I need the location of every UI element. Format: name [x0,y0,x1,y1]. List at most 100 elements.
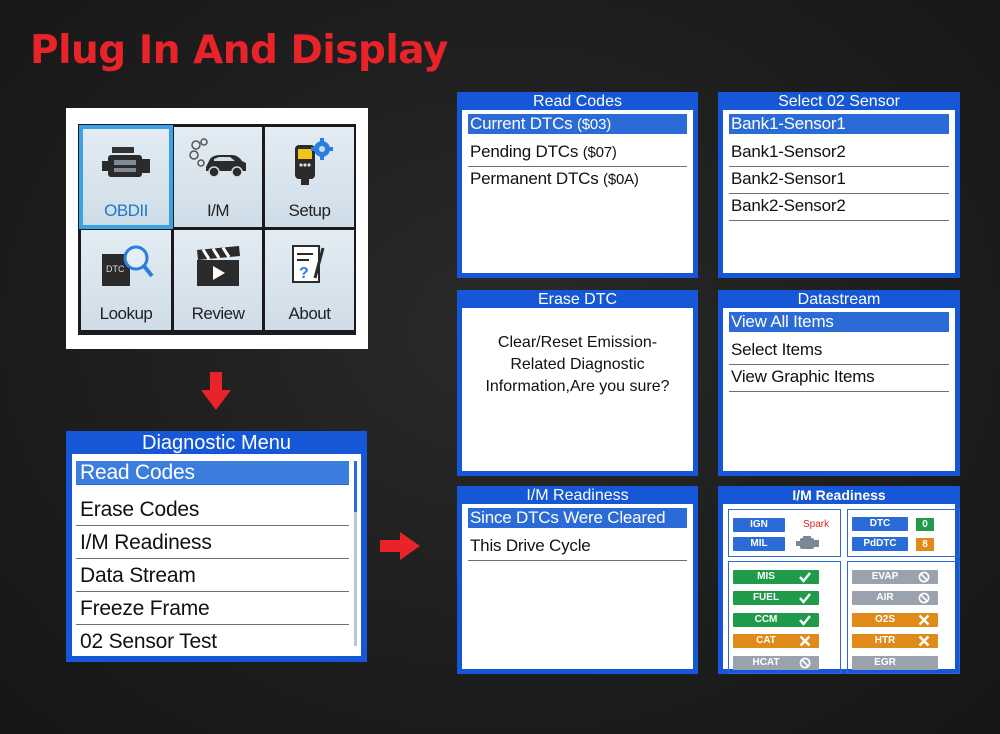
list-item-bank2-sensor2[interactable]: Bank2-Sensor2 [729,194,949,221]
list-item-this-drive-cycle[interactable]: This Drive Cycle [468,534,687,561]
menu-item-data-stream[interactable]: Data Stream [76,559,349,592]
monitor-badge: CAT [733,634,819,649]
list-item-bank1-sensor2[interactable]: Bank1-Sensor2 [729,140,949,167]
monitor-badge: AIR [852,591,938,606]
cross-icon [799,635,811,647]
tile-label: Setup [288,201,331,220]
read-codes-screen: Read Codes Current DTCs ($03) Pending DT… [457,92,698,278]
cross-icon [918,614,930,626]
monitor-name: CAT [756,635,776,647]
list-item-bank1-sensor1[interactable]: Bank1-Sensor1 [729,114,949,134]
monitor-name: CCM [754,613,778,625]
menu-item-erase-codes[interactable]: Erase Codes [76,493,349,526]
blank-icon [918,657,930,669]
screen-title: I/M Readiness [792,487,886,503]
monitor-badge: CCM [733,612,819,627]
monitor-badge: FUEL [733,591,819,606]
select-o2-sensor-screen: Select 02 Sensor Bank1-Sensor1 Bank1-Sen… [718,92,960,278]
erase-dtc-screen: Erase DTC Clear/Reset Emission- Related … [457,290,698,476]
read-codes-list: Current DTCs ($03) Pending DTCs ($07) Pe… [462,110,693,273]
menu-item-im-readiness[interactable]: I/M Readiness [76,526,349,559]
tile-label: I/M [206,201,230,220]
o2-sensor-list: Bank1-Sensor1 Bank1-Sensor2 Bank2-Sensor… [723,110,955,273]
car-emission-icon [189,138,246,178]
svg-text:?: ? [299,265,309,282]
monitor-badge: HCAT [733,655,819,670]
tile-setup[interactable]: Setup [265,127,354,227]
monitor-name: AIR [876,592,894,604]
document-question-icon: ? [291,245,324,283]
monitor-row: O2S [852,609,955,631]
erase-dtc-body: Clear/Reset Emission- Related Diagnostic… [462,308,693,471]
monitor-row: EVAP [852,566,955,588]
monitor-name: MIS [757,570,775,582]
not-supported-icon [918,592,930,604]
datastream-list: View All Items Select Items View Graphic… [723,308,955,471]
list-item-current-dtcs[interactable]: Current DTCs ($03) [468,114,687,134]
list-item-permanent-dtcs[interactable]: Permanent DTCs ($0A) [470,169,639,188]
tile-label: OBDII [104,201,148,220]
headline: Plug In And Display [30,28,448,73]
monitor-row: CCM [733,609,836,631]
not-supported-icon [799,657,811,669]
im-readiness-status-body: IGN Spark MIL DTC 0 [723,504,960,674]
monitor-badge: EVAP [852,569,938,584]
monitor-name: HCAT [752,656,780,668]
engine-icon [796,536,819,549]
tile-obdii[interactable]: OBDII [79,125,173,229]
ign-badge: IGN [733,518,785,532]
menu-item-o2-sensor-test[interactable]: 02 Sensor Test [80,630,217,653]
screen-title: Read Codes [533,93,622,110]
dtc-badge: DTC [852,517,908,531]
dtc-magnifier-icon: DTC [102,245,154,286]
monitor-name: O2S [874,613,895,625]
list-item-select-items[interactable]: Select Items [729,338,949,365]
im-readiness-menu-screen: I/M Readiness Since DTCs Were Cleared Th… [457,486,698,674]
tile-label: Review [191,304,245,323]
monitor-name: EGR [874,656,896,668]
monitor-badge: HTR [852,634,938,649]
monitor-badge: O2S [852,612,938,627]
spark-label: Spark [803,519,830,530]
list-item-view-graphic-items[interactable]: View Graphic Items [729,365,949,392]
tile-im[interactable]: I/M [174,127,262,227]
diagnostic-menu-screen: Diagnostic Menu Read Codes Erase Codes I… [66,431,367,662]
list-item-since-dtcs-cleared[interactable]: Since DTCs Were Cleared [468,508,687,528]
screen-title: Select 02 Sensor [778,93,900,110]
monitor-list-right: EVAP AIR O2S HTR EGR [847,561,960,674]
list-item-pending-dtcs[interactable]: Pending DTCs ($07) [468,140,687,167]
engine-icon [102,147,150,177]
arrow-down-icon [201,372,231,410]
check-icon [799,593,811,605]
clapperboard-icon [197,246,240,286]
screen-title: Datastream [797,291,881,308]
menu-item-read-codes[interactable]: Read Codes [76,461,349,485]
monitor-row: EGR [852,652,955,674]
pddtc-badge: PdDTC [852,537,908,551]
check-icon [799,614,811,626]
scrollbar-thumb[interactable] [354,461,357,512]
dtc-badge: DTC [106,264,125,274]
scrollbar-track[interactable] [354,461,357,646]
monitor-row: HCAT [733,652,836,674]
monitor-row: MIS [733,566,836,588]
monitor-row: AIR [852,588,955,610]
tile-lookup[interactable]: DTC Lookup [81,230,171,330]
list-item-view-all-items[interactable]: View All Items [729,312,949,332]
im-readiness-list: Since DTCs Were Cleared This Drive Cycle [462,504,693,669]
tile-review[interactable]: Review [174,230,262,330]
ign-mil-panel: IGN Spark MIL [728,509,841,557]
pddtc-count-value: 8 [916,537,934,551]
tile-label: Lookup [99,304,153,323]
main-menu-grid: OBDII I/M [78,124,356,335]
list-item-bank2-sensor1[interactable]: Bank2-Sensor1 [729,167,949,194]
tile-label: About [288,304,331,323]
monitor-name: FUEL [752,592,780,604]
monitor-name: EVAP [871,570,899,582]
monitor-badge: MIS [733,569,819,584]
check-icon [799,571,811,583]
menu-item-freeze-frame[interactable]: Freeze Frame [76,592,349,625]
dtc-count-value: 0 [916,517,934,531]
im-readiness-status-screen: I/M Readiness IGN Spark MIL [718,486,960,674]
tile-about[interactable]: ? About [265,230,354,330]
